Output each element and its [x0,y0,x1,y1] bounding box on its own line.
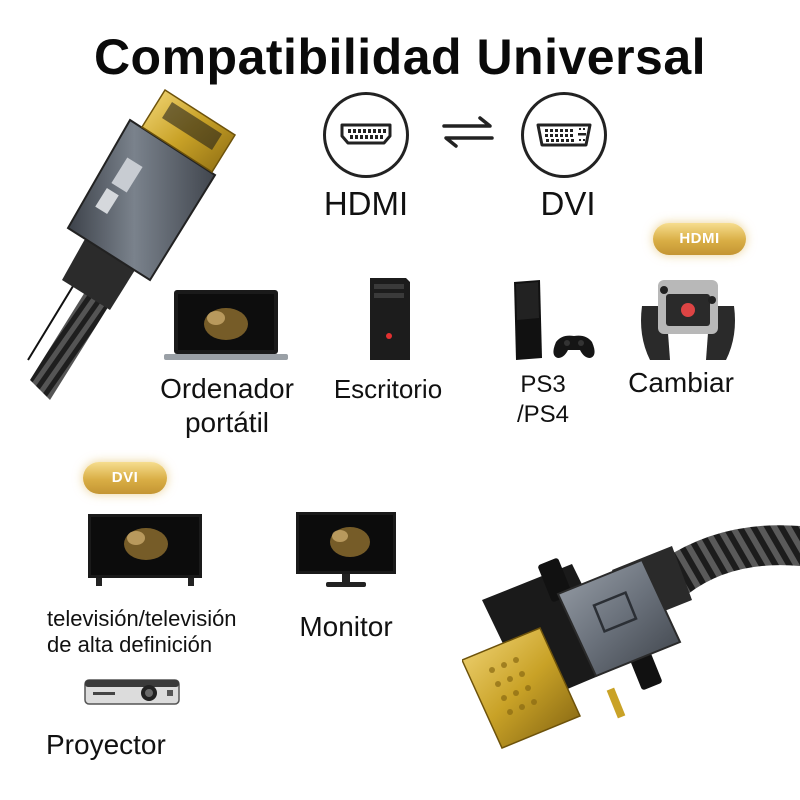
laptop-label: Ordenador portátil [160,373,294,438]
dvi-port-icon [521,92,607,178]
hdmi-port-icon [323,92,409,178]
tv-label: televisión/televisión de alta definición [47,606,237,657]
dvi-label: DVI [540,185,596,222]
desktop-label: Escritorio [333,374,443,404]
desktop-tower-icon [366,274,412,362]
monitor-icon [294,510,398,590]
game-console-icon [510,278,600,362]
monitor-label: Monitor [299,611,393,642]
laptop-icon [164,288,288,362]
switch-console-icon [636,276,740,366]
page-title: Compatibilidad Universal [93,29,707,85]
dvi-cable-connector [462,520,800,780]
projector-label: Proyector [46,729,166,760]
switch-label: Cambiar [628,367,734,398]
bidirectional-arrows-icon [440,112,496,152]
hdmi-label: HDMI [323,185,409,222]
console-label: PS3 /PS4 [516,371,570,428]
hdmi-cable-connector [0,80,260,400]
hdmi-section-badge: HDMI [653,223,746,255]
dvi-section-badge: DVI [83,462,167,494]
tv-icon [86,512,204,588]
projector-icon [83,674,181,710]
